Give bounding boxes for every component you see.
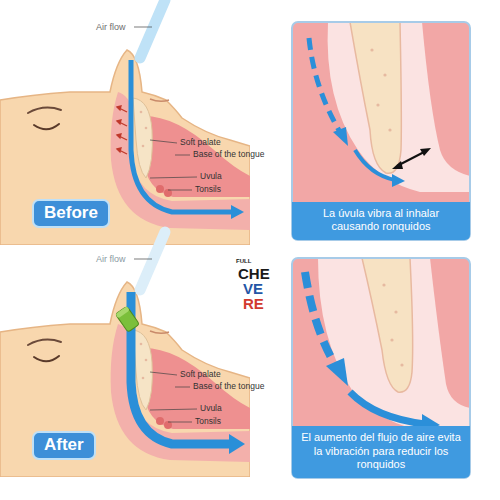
badge-label: Before	[44, 203, 98, 223]
caption-box: La úvula vibra al inhalar causando ronqu…	[292, 202, 470, 241]
flow-label: Air flow	[96, 254, 126, 264]
air-tube	[140, 232, 165, 290]
logo-text: VE	[243, 281, 263, 296]
closeup-before	[292, 22, 470, 240]
closeup-after	[292, 258, 470, 478]
arrow-head	[229, 434, 245, 454]
logo-text: FULL	[236, 258, 251, 265]
part-label: Soft palate	[180, 138, 221, 148]
part-label: Soft palate	[180, 370, 221, 380]
part-label: Base of the tongue	[193, 382, 264, 392]
head-before	[0, 50, 250, 245]
head-profile	[0, 282, 250, 477]
nasal-device	[115, 306, 139, 332]
part-label: Base of the tongue	[193, 150, 264, 160]
closeup-panel	[292, 22, 470, 240]
air-tube	[140, 0, 165, 58]
logo-text: RE	[243, 296, 264, 311]
panel-border	[292, 258, 470, 478]
airway-arrow	[131, 292, 230, 444]
leader-lines	[134, 27, 197, 190]
before-badge: Before	[32, 199, 110, 228]
vibration-arrows	[117, 106, 127, 154]
panel-border	[292, 22, 470, 240]
head-profile	[0, 50, 250, 245]
after-badge: After	[32, 431, 96, 460]
caption-text: El aumento del flujo de aire evita la vi…	[298, 431, 464, 472]
part-label: Uvula	[200, 404, 222, 414]
leader-lines	[134, 259, 197, 422]
flow-label: Air flow	[96, 22, 126, 32]
badge-label: After	[44, 435, 84, 455]
airway-arrow	[131, 60, 232, 212]
caption-text: La úvula vibra al inhalar causando ronqu…	[298, 207, 464, 235]
closeup-panel	[292, 258, 470, 478]
part-label: Tonsils	[195, 185, 221, 195]
head-after	[0, 232, 250, 477]
arrow-head	[231, 205, 244, 219]
part-label: Tonsils	[195, 417, 221, 427]
part-label: Uvula	[200, 172, 222, 182]
caption-box: El aumento del flujo de aire evita la vi…	[292, 426, 470, 478]
logo-text: CHE	[238, 266, 270, 281]
